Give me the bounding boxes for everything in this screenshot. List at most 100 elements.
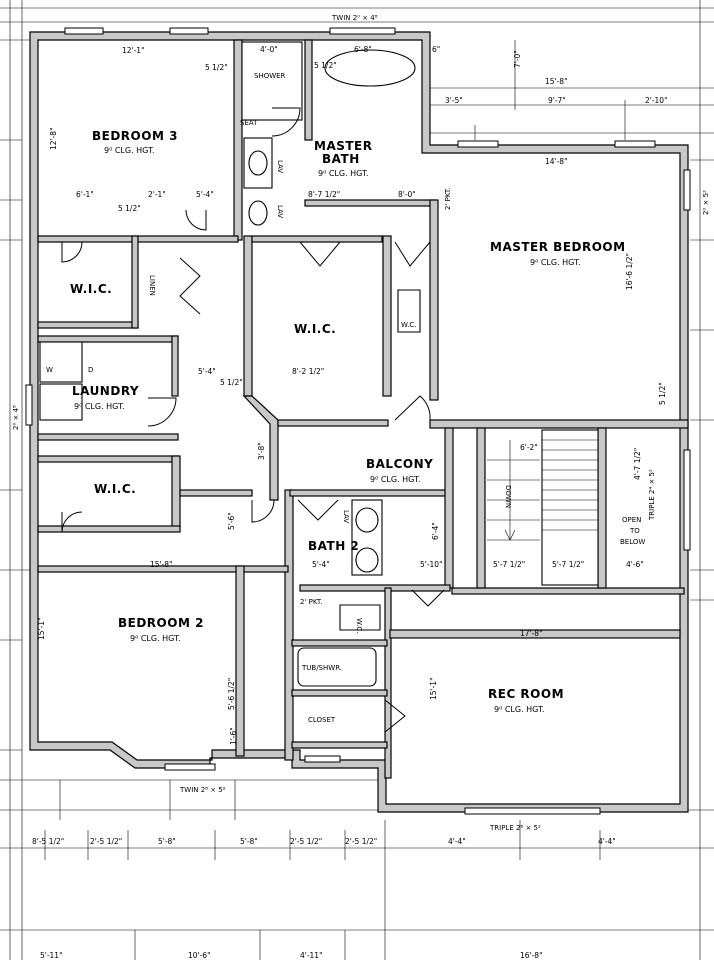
dim-34: 2'-5 1/2" xyxy=(90,837,122,846)
balcony-name: BALCONY xyxy=(366,457,433,471)
dim-44: 3'-8" xyxy=(257,442,266,460)
dim-30: 17'-8" xyxy=(520,629,543,638)
dim-45: 4'-7 1/2" xyxy=(633,448,642,480)
dim-26: 5'-10" xyxy=(420,560,443,569)
open-below-3: BELOW xyxy=(620,538,645,546)
laundry-ceiling: 9⁰ CLG. HGT. xyxy=(74,402,125,411)
dim-8: 3'-5" xyxy=(445,96,463,105)
interior-walls xyxy=(37,39,689,779)
open-below-1: OPEN xyxy=(622,516,641,524)
dim-11: 14'-8" xyxy=(545,157,568,166)
master-tub xyxy=(324,49,416,87)
lav-label-2: LAV xyxy=(276,205,284,218)
triple-right-label: TRIPLE 2⁴ × 5² xyxy=(648,469,656,521)
bedroom2-name: BEDROOM 2 xyxy=(118,616,204,630)
dim-31: 15'-1" xyxy=(37,617,46,640)
dim-18: 8'-0" xyxy=(398,190,416,199)
master-bedroom-name: MASTER BEDROOM xyxy=(490,240,626,254)
washer-label: W xyxy=(46,366,53,374)
lav-label-3: LAV xyxy=(342,510,350,523)
dim-36: 5'-8" xyxy=(240,837,258,846)
exterior-walls xyxy=(29,31,689,813)
dim-27: 5'-7 1/2" xyxy=(493,560,525,569)
dim-5: 6'-8" xyxy=(354,45,372,54)
windows xyxy=(25,27,691,815)
laundry-name: LAUNDRY xyxy=(72,384,139,398)
dim-21: 8'-2 1/2" xyxy=(292,367,324,376)
dim-49: 5'-11" xyxy=(40,951,63,960)
tub-name: TUB/SHWR. xyxy=(301,664,342,672)
fixtures xyxy=(39,41,421,687)
dim-47: 5'-6 1/2" xyxy=(227,678,236,710)
bedroom3-ceiling: 9⁰ CLG. HGT. xyxy=(104,146,155,155)
stairs xyxy=(487,429,599,586)
master-bath-ceiling: 9⁰ CLG. HGT. xyxy=(318,169,369,178)
dim-37: 2'-5 1/2" xyxy=(290,837,322,846)
dim-12: 12'-8" xyxy=(49,127,58,150)
rec-room-name: REC ROOM xyxy=(488,687,564,701)
dim-25: 5'-4" xyxy=(312,560,330,569)
dim-28: 5'-7 1/2" xyxy=(552,560,584,569)
master-bath-name1: MASTER xyxy=(314,139,373,153)
dim-39: 4'-4" xyxy=(448,837,466,846)
dim-33: 8'-5 1/2" xyxy=(32,837,64,846)
dim-24: 5'-6" xyxy=(227,512,236,530)
dim-38: 2'-5 1/2" xyxy=(345,837,377,846)
dim-16: 5 1/2" xyxy=(118,204,141,213)
bedroom2-ceiling: 9⁰ CLG. HGT. xyxy=(130,634,181,643)
pkt-label-2: 2' PKT. xyxy=(300,598,323,606)
twin-bottom-label: TWIN 2⁸ × 5² xyxy=(179,786,226,794)
dim-35: 5'-8" xyxy=(158,837,176,846)
dim-43: 6'-4" xyxy=(431,522,440,540)
dim-7: 15'-8" xyxy=(545,77,568,86)
dimension-labels: 12'-1" 5 1/2" 4'-0" 5 1/2" 6'-8" 6" 15'-… xyxy=(32,45,668,960)
dim-9: 9'-7" xyxy=(548,96,566,105)
pkt-label-1: 2' PKT. xyxy=(444,187,452,210)
linen-name: LINEN xyxy=(148,275,156,296)
bath2-name: BATH 2 xyxy=(308,539,359,553)
dim-42: 6'-2" xyxy=(520,443,538,452)
dim-22: 5 1/2" xyxy=(220,378,243,387)
dim-32: 15'-1" xyxy=(429,677,438,700)
shower-name: SHOWER xyxy=(254,72,286,80)
room-labels: BEDROOM 3 9⁰ CLG. HGT. MASTER BATH 9⁰ CL… xyxy=(46,72,645,724)
dim-3: 4'-0" xyxy=(260,45,278,54)
wc-name: W.C. xyxy=(401,321,416,329)
dim-29: 4'-6" xyxy=(626,560,644,569)
twin-top-label: TWIN 2⁰ × 4⁸ xyxy=(331,14,378,22)
balcony-ceiling: 9⁰ CLG. HGT. xyxy=(370,475,421,484)
dim-1: 12'-1" xyxy=(122,46,145,55)
dim-50: 10'-6" xyxy=(188,951,211,960)
wc2-name: W.C. xyxy=(355,618,363,633)
dryer-label: D xyxy=(88,366,93,374)
wic-center-name: W.I.C. xyxy=(294,322,336,336)
dim-14: 2'-1" xyxy=(148,190,166,199)
dim-41: 7'-0" xyxy=(513,50,522,68)
doors xyxy=(61,107,445,733)
wic-lower-name: W.I.C. xyxy=(94,482,136,496)
dim-15: 5'-4" xyxy=(196,190,214,199)
window-right-label: 2⁰ × 5² xyxy=(702,190,710,215)
dim-4: 5 1/2" xyxy=(314,61,337,70)
dim-19: 16'-6 1/2" xyxy=(625,253,634,290)
window-labels: TWIN 2⁰ × 4⁸ TWIN 2⁸ × 5² TRIPLE 2⁸ × 5²… xyxy=(12,14,710,832)
master-bath-name2: BATH xyxy=(322,152,360,166)
dim-6: 6" xyxy=(432,45,440,54)
dim-17: 8'-7 1/2" xyxy=(308,190,340,199)
dim-46: 5 1/2" xyxy=(658,382,667,405)
dim-52: 16'-8" xyxy=(520,951,543,960)
closet-name: CLOSET xyxy=(308,716,336,724)
dim-20: 5'-4" xyxy=(198,367,216,376)
bedroom3-name: BEDROOM 3 xyxy=(92,129,178,143)
lav-label-1: LAV xyxy=(276,160,284,173)
master-bedroom-ceiling: 9⁰ CLG. HGT. xyxy=(530,258,581,267)
dim-48: 1'-6" xyxy=(229,727,238,745)
dim-13: 6'-1" xyxy=(76,190,94,199)
dim-10: 2'-10" xyxy=(645,96,668,105)
rec-room-ceiling: 9⁰ CLG. HGT. xyxy=(494,705,545,714)
wic-left-name: W.I.C. xyxy=(70,282,112,296)
triple-bottom-label: TRIPLE 2⁸ × 5² xyxy=(489,824,541,832)
